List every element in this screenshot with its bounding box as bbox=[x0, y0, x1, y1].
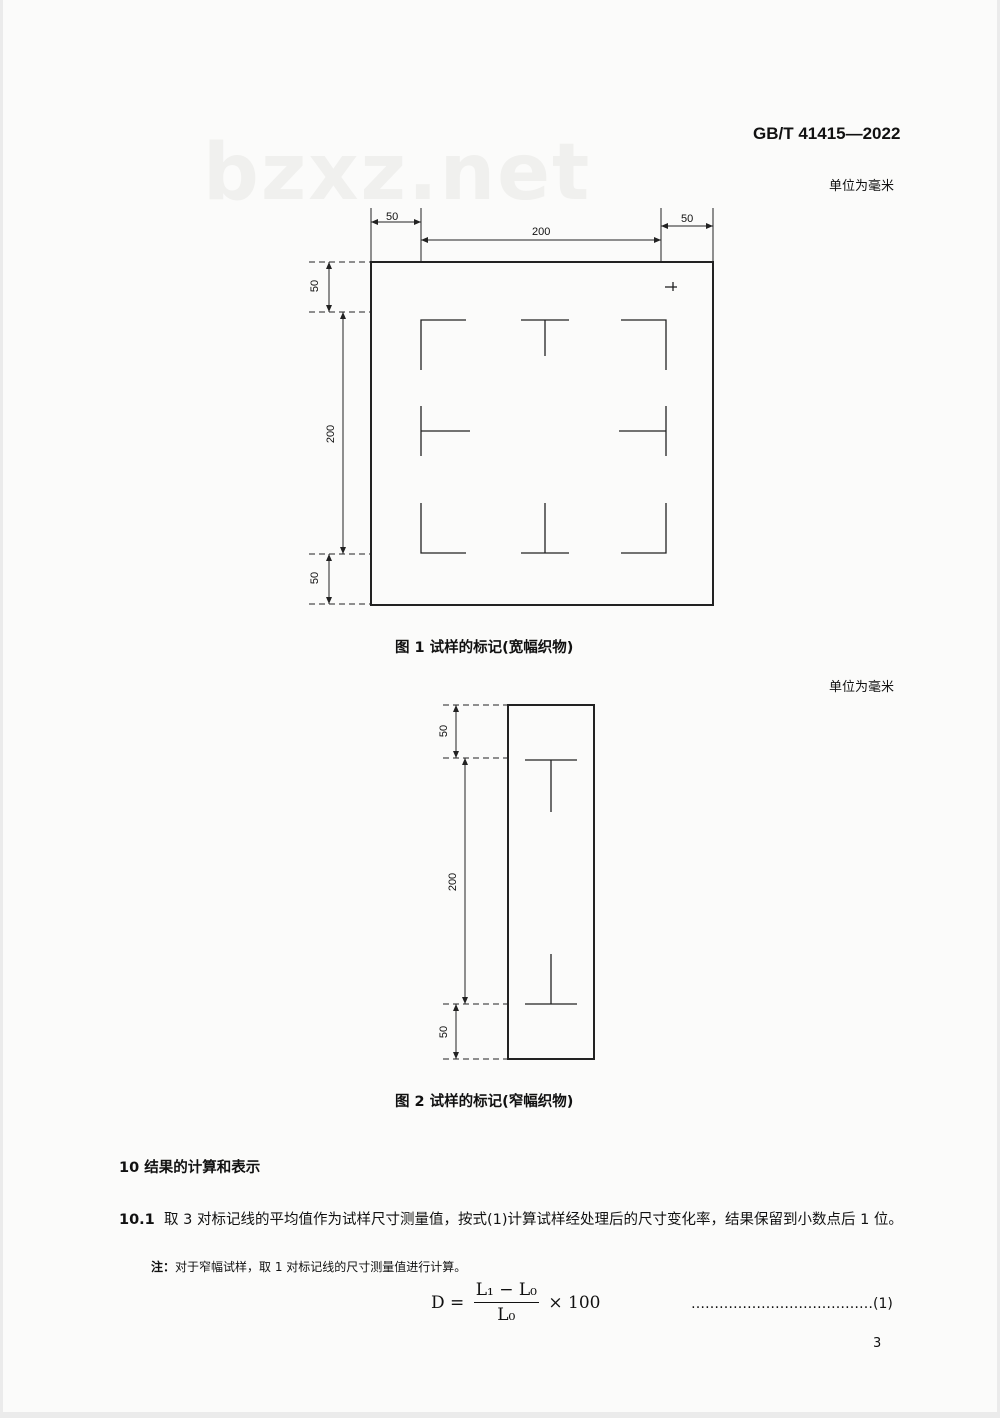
fig2-marks bbox=[525, 759, 577, 1005]
fig2-dim-height: 200 bbox=[447, 872, 460, 892]
formula-1: D = L₁ − L₀ L₀ × 100 bbox=[431, 1280, 600, 1325]
formula-denominator: L₀ bbox=[497, 1305, 516, 1325]
fig1-dim-right-margin: 50 bbox=[681, 213, 694, 225]
clause-number: 10.1 bbox=[119, 1212, 155, 1228]
note: 注：对于窄幅试样，取 1 对标记线的尺寸测量值进行计算。 bbox=[151, 1258, 466, 1275]
formula-fraction: L₁ − L₀ L₀ bbox=[473, 1280, 539, 1325]
fig2-dim-bottom-margin: 50 bbox=[438, 1025, 451, 1039]
watermark: bzxz.net bbox=[203, 128, 592, 218]
formula-rhs: × 100 bbox=[548, 1292, 601, 1313]
clause-10-1: 10.1 取 3 对标记线的平均值作为试样尺寸测量值，按式(1)计算试样经处理后… bbox=[119, 1208, 909, 1233]
formula-numerator: L₁ − L₀ bbox=[473, 1280, 539, 1303]
note-text: 对于窄幅试样，取 1 对标记线的尺寸测量值进行计算。 bbox=[175, 1260, 467, 1274]
fig1-dim-span: 200 bbox=[532, 226, 551, 238]
figure2-caption: 图 2 试样的标记(窄幅织物) bbox=[395, 1094, 574, 1110]
fig1-specimen-outline bbox=[370, 261, 714, 606]
figure2-unit-note: 单位为毫米 bbox=[829, 680, 895, 695]
figure1-unit-note: 单位为毫米 bbox=[829, 179, 895, 194]
section-heading: 10 结果的计算和表示 bbox=[119, 1160, 261, 1176]
figure1-caption: 图 1 试样的标记(宽幅织物) bbox=[395, 640, 574, 656]
fig2-specimen-outline bbox=[507, 704, 595, 1060]
page-number: 3 bbox=[873, 1336, 882, 1351]
fig2-dim-top-margin: 50 bbox=[438, 724, 451, 738]
note-label: 注： bbox=[151, 1260, 176, 1274]
clause-text: 取 3 对标记线的平均值作为试样尺寸测量值，按式(1)计算试样经处理后的尺寸变化… bbox=[164, 1212, 903, 1228]
fig1-marks bbox=[420, 282, 677, 554]
standard-code: GB/T 41415—2022 bbox=[753, 124, 901, 143]
fig1-dim-left-margin: 50 bbox=[386, 211, 399, 223]
figure1-drawing bbox=[309, 208, 714, 606]
formula-number: …………………………………(1) bbox=[691, 1296, 893, 1312]
document-page: bzxz.net GB/T 41415—2022 单位为毫米 bbox=[3, 0, 997, 1412]
figure2-drawing bbox=[443, 704, 595, 1060]
formula-lhs: D = bbox=[431, 1292, 465, 1313]
